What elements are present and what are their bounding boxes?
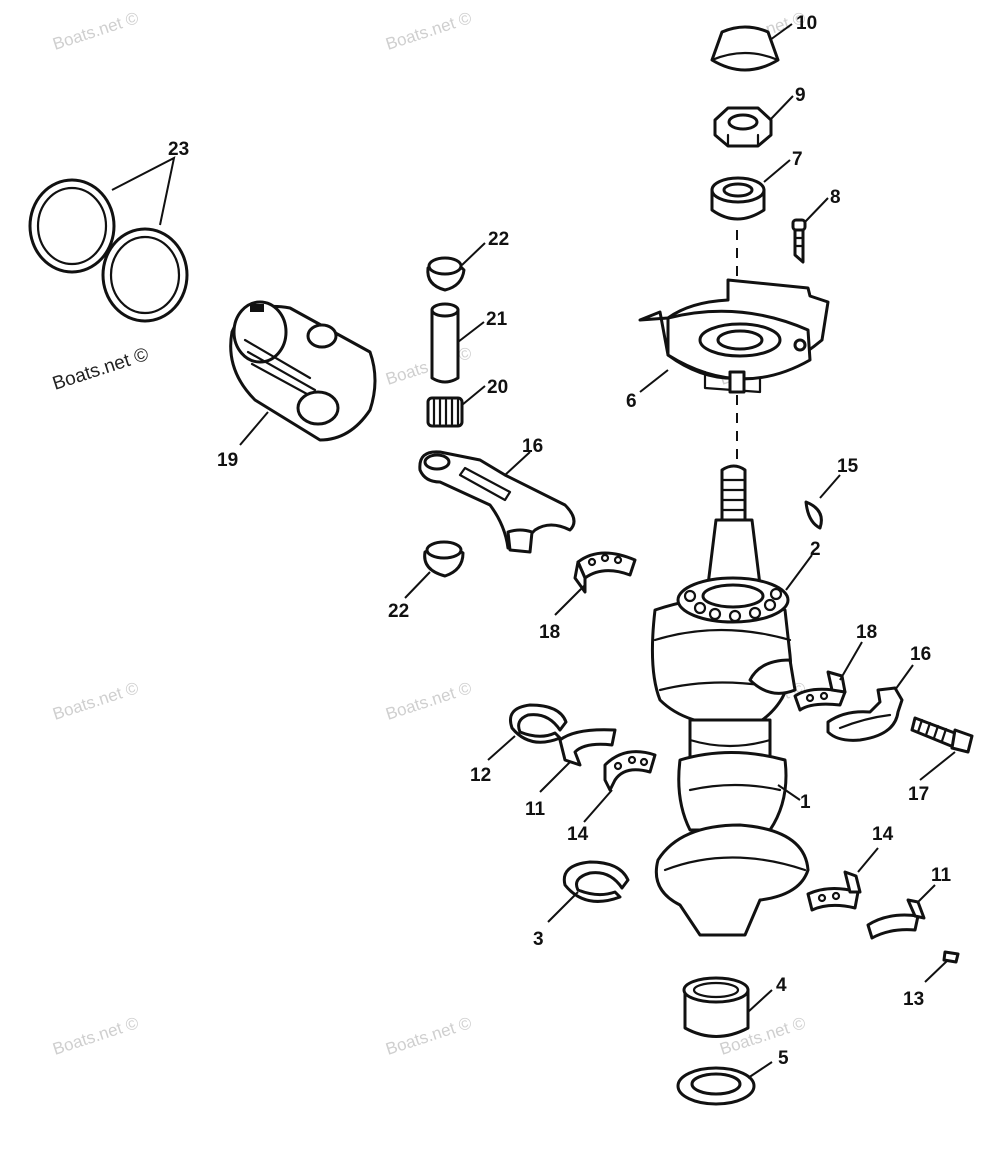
leader-11b: [917, 884, 936, 903]
watermark: Boats.net ©: [383, 678, 474, 724]
callout-5: 5: [778, 1048, 789, 1069]
watermark: Boats.net ©: [383, 343, 474, 389]
leader-7: [763, 159, 791, 183]
watermark: Boats.net ©: [50, 8, 141, 54]
part-12-retaining-ring: [509, 703, 568, 744]
callout-18-upper: 18: [539, 622, 560, 643]
leader-6: [639, 369, 669, 393]
part-1-crankshaft: [650, 464, 810, 937]
callout-16-lower: 16: [910, 644, 931, 665]
callout-16-upper: 16: [522, 436, 543, 457]
callout-2: 2: [810, 539, 821, 560]
leader-13: [924, 959, 949, 983]
part-14-bearing-cage-lower: [806, 870, 862, 912]
callout-7: 7: [792, 149, 803, 170]
leader-10: [769, 23, 793, 41]
watermark: Boats.net ©: [50, 678, 141, 724]
watermark-dark: Boats.net ©: [50, 344, 151, 395]
part-22-bearing-cap-upper: [426, 256, 466, 292]
callout-14-lower: 14: [872, 824, 894, 845]
callout-10: 10: [796, 13, 817, 34]
part-22-bearing-cap-lower: [423, 540, 465, 578]
leader-2: [785, 554, 813, 591]
part-5-seal: [676, 1066, 756, 1106]
callout-20: 20: [487, 377, 508, 398]
leader-18a: [554, 584, 586, 616]
part-20-needle-bearing: [426, 396, 464, 428]
leader-5: [747, 1061, 773, 1079]
part-16-rod-cap: [826, 686, 904, 742]
part-3-retaining-ring: [562, 860, 630, 903]
watermark: Boats.net ©: [383, 8, 474, 54]
callout-21: 21: [486, 309, 508, 330]
leader-12: [487, 735, 516, 761]
part-11-race-lower: [866, 898, 926, 940]
leader-8: [804, 197, 829, 223]
leader-17: [919, 751, 956, 781]
callout-6: 6: [626, 391, 637, 412]
callout-19: 19: [217, 450, 238, 471]
leader-lines: [111, 23, 956, 1079]
callout-14-upper: 14: [567, 824, 589, 845]
leader-18b: [839, 641, 863, 681]
callout-12: 12: [470, 765, 491, 786]
part-4-needle-bearing: [682, 976, 750, 1038]
leader-19: [239, 411, 269, 446]
leader-20: [461, 385, 486, 406]
leader-14b: [857, 847, 879, 873]
callout-22-upper: 22: [488, 229, 509, 250]
part-18-bearing-cage-upper: [573, 551, 637, 594]
callout-18-lower: 18: [856, 622, 877, 643]
part-6-housing: [638, 278, 830, 394]
leader-15: [819, 474, 841, 499]
callout-17: 17: [908, 784, 929, 805]
leader-21: [457, 321, 485, 343]
callouts: 10 9 7 8 6 2 1 15 23 19 22 21 20 16 22 1…: [168, 13, 952, 1069]
callout-1: 1: [800, 792, 811, 813]
callout-9: 9: [795, 85, 806, 106]
callout-23: 23: [168, 139, 189, 160]
part-15-key: [804, 500, 823, 530]
leader-16b: [894, 664, 914, 691]
leader-23: [111, 156, 176, 226]
part-7-bearing: [710, 176, 766, 221]
part-11-race-upper: [558, 728, 617, 767]
leader-9: [769, 95, 794, 121]
part-21-wrist-pin: [430, 302, 460, 384]
part-23-rings: [28, 178, 189, 323]
callout-13: 13: [903, 989, 924, 1010]
watermark: Boats.net ©: [50, 1013, 141, 1059]
leader-11a: [539, 761, 571, 793]
part-14-bearing-cage-upper: [603, 750, 657, 792]
callout-3: 3: [533, 929, 544, 950]
callout-11-lower: 11: [931, 865, 952, 886]
leader-22a: [461, 242, 486, 266]
part-10-cap: [710, 25, 780, 72]
part-9-nut: [713, 106, 773, 148]
part-19-piston: [229, 300, 377, 442]
leader-1: [777, 784, 801, 801]
leader-4: [747, 989, 773, 1013]
leader-3: [547, 891, 579, 923]
callout-11-upper: 11: [525, 799, 546, 820]
part-17-bolt: [910, 716, 974, 754]
callout-15: 15: [837, 456, 859, 477]
callout-8: 8: [830, 187, 841, 208]
part-18-bearing-cage-lower: [793, 670, 847, 712]
part-2-main-bearing: [676, 576, 790, 624]
leader-14a: [583, 789, 613, 823]
leader-22b: [404, 571, 431, 599]
watermark: Boats.net ©: [383, 1013, 474, 1059]
part-8-screw: [791, 218, 807, 264]
leader-16a: [504, 451, 531, 476]
callout-22-lower: 22: [388, 601, 409, 622]
callout-4: 4: [776, 975, 787, 996]
part-16-connecting-rod: [418, 450, 576, 554]
